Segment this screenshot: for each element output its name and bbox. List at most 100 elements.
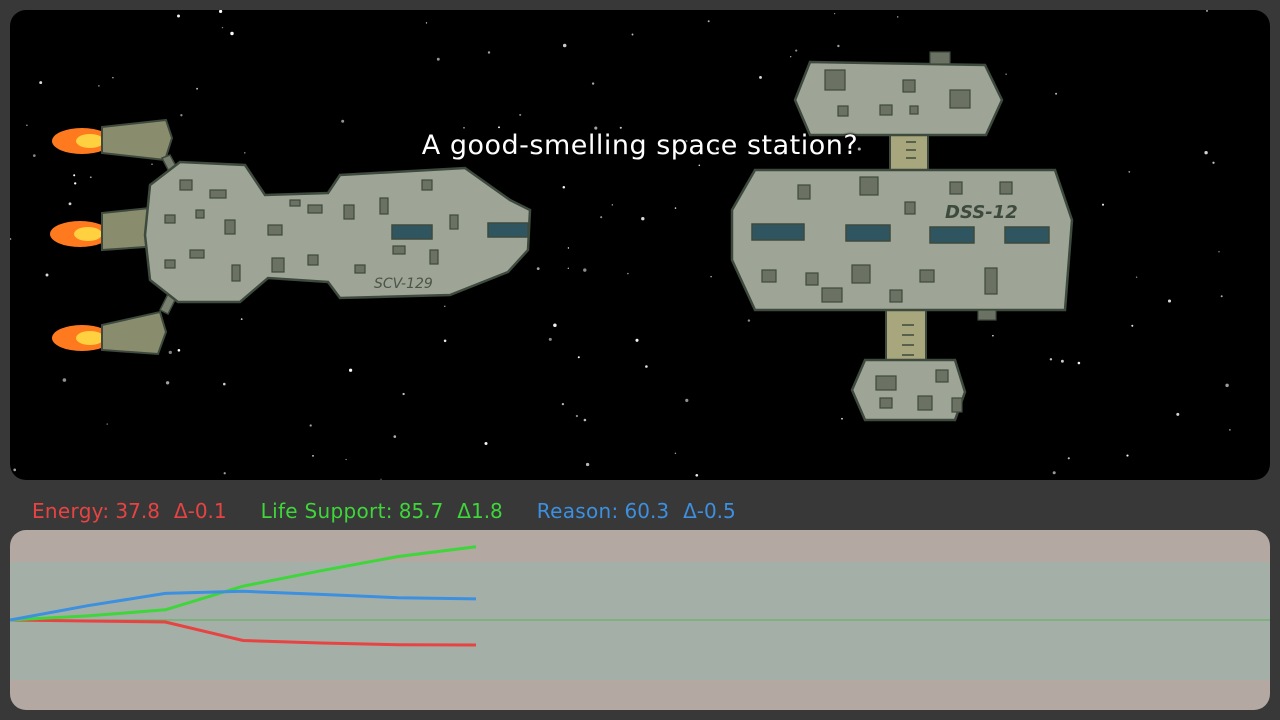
star (498, 126, 500, 129)
star (221, 26, 224, 29)
star (240, 318, 243, 320)
star (857, 147, 861, 151)
chart-plot (10, 545, 1270, 647)
star (635, 338, 639, 342)
space-station[interactable]: DSS-12 (730, 51, 1074, 422)
star (74, 182, 77, 185)
star (1206, 10, 1208, 12)
star (1128, 171, 1131, 173)
star (611, 204, 613, 206)
star (32, 154, 36, 157)
station-label: DSS-12 (945, 202, 1018, 223)
star (561, 402, 565, 406)
star (519, 113, 522, 116)
star (309, 424, 312, 427)
player-ship[interactable]: SCV-129 (50, 118, 532, 356)
star (1176, 412, 1180, 416)
star (13, 468, 17, 472)
star (795, 49, 798, 52)
star (487, 51, 491, 54)
energy-label: Energy: (32, 499, 110, 523)
star (393, 435, 397, 438)
star (106, 423, 108, 425)
game-viewport[interactable]: SCV-129 (10, 10, 1270, 480)
star (230, 31, 234, 36)
safe-zone-band (10, 562, 1270, 680)
star (1005, 73, 1007, 75)
star (536, 267, 540, 271)
star (674, 207, 677, 209)
star (641, 217, 645, 221)
star (567, 247, 570, 249)
life-support-value: 85.7 (398, 499, 444, 523)
star (39, 81, 43, 85)
star (1167, 299, 1172, 303)
star (177, 348, 181, 352)
star (312, 455, 314, 457)
star (1101, 203, 1105, 206)
star (1060, 359, 1064, 363)
reason-delta: Δ-0.5 (683, 499, 736, 523)
star (992, 334, 994, 337)
star (348, 368, 353, 372)
star (627, 272, 629, 275)
star (89, 176, 92, 179)
engine-flame-core-icon (74, 227, 102, 241)
energy-delta: Δ-0.1 (173, 499, 227, 523)
star (151, 163, 153, 165)
star (218, 10, 223, 14)
engine-flame-core-icon (76, 331, 104, 345)
star (674, 452, 677, 455)
energy-value: 37.8 (115, 499, 160, 523)
star (112, 76, 114, 79)
star (715, 147, 719, 151)
energy-series-line (10, 618, 477, 647)
star (1131, 324, 1134, 327)
star (68, 202, 72, 206)
star (1126, 454, 1129, 457)
star (180, 114, 183, 117)
life-support-series-line (10, 545, 477, 622)
star (10, 237, 12, 241)
star (1218, 251, 1220, 253)
star (484, 442, 488, 445)
stat-history-chart (10, 530, 1270, 710)
star (837, 44, 840, 48)
star (1052, 471, 1056, 475)
star (425, 22, 428, 24)
star (444, 305, 446, 308)
star (463, 126, 465, 129)
star (345, 458, 347, 461)
star (177, 14, 180, 18)
star (196, 87, 199, 90)
star (1067, 457, 1070, 460)
star (244, 152, 246, 154)
life-support-delta: Δ1.8 (457, 499, 503, 523)
engine-pod (101, 118, 174, 162)
star (577, 356, 580, 359)
star (341, 119, 345, 123)
station-top-module (793, 60, 1004, 137)
star (645, 365, 648, 368)
star (436, 57, 440, 61)
reason-value: 60.3 (624, 499, 670, 523)
star (45, 273, 49, 277)
reason-series-line (10, 589, 477, 622)
star (223, 382, 226, 386)
reason-label: Reason: (536, 499, 619, 523)
star (443, 339, 447, 343)
star (585, 462, 590, 467)
star (896, 16, 899, 18)
star (583, 268, 587, 272)
star (562, 186, 566, 189)
star (833, 12, 836, 15)
star (402, 392, 405, 396)
reason-stat: Reason:60.3 Δ-0.5 (537, 499, 736, 523)
star (380, 478, 382, 480)
engine-pod (101, 310, 168, 356)
star (168, 350, 172, 355)
star (223, 472, 226, 475)
star (548, 337, 552, 341)
star (1225, 383, 1229, 388)
